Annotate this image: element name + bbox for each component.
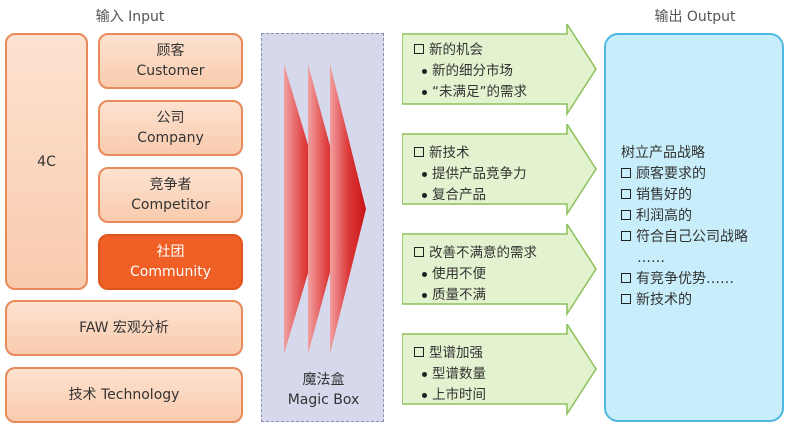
tech-label: 技术 Technology — [68, 387, 180, 403]
competitor-box: 竞争者 Competitor — [98, 167, 243, 223]
arrow-2-item-2: 复合产品 — [414, 185, 527, 206]
output-header: 输出 Output — [654, 9, 736, 25]
tech-box: 技术 Technology — [5, 367, 243, 423]
community-cn: 社团 — [156, 244, 185, 260]
output-item-5: 有竞争优势…… — [621, 269, 748, 290]
customer-en: Customer — [136, 63, 205, 79]
input-header: 输入 Input — [95, 9, 165, 25]
company-en: Company — [137, 130, 204, 146]
arrow-4-item-1: 型谱数量 — [414, 364, 486, 385]
arrow-text-2: 新技术 提供产品竞争力 复合产品 — [414, 143, 527, 206]
checkbox-icon — [414, 347, 424, 357]
community-en: Community — [129, 264, 212, 280]
faw-box: FAW 宏观分析 — [5, 300, 243, 356]
checkbox-icon — [621, 210, 631, 220]
arrow-text-1: 新的机会 新的细分市场 “未满足”的需求 — [414, 40, 527, 103]
output-text: 树立产品战略 顾客要求的 销售好的 利润高的 符合自己公司战略 …… 有竞争优势… — [621, 143, 748, 311]
output-box — [604, 33, 784, 422]
output-item-3: 利润高的 — [621, 206, 748, 227]
company-cn: 公司 — [156, 110, 185, 126]
magic-spikes-graphic — [284, 64, 366, 354]
arrow-2-title: 新技术 — [414, 143, 527, 164]
arrow-1-title: 新的机会 — [414, 40, 527, 61]
arrow-1-item-1: 新的细分市场 — [414, 61, 527, 82]
checkbox-icon — [621, 168, 631, 178]
output-ellipsis: …… — [637, 250, 665, 266]
arrow-2-item-1: 提供产品竞争力 — [414, 164, 527, 185]
checkbox-icon — [621, 273, 631, 283]
arrow-3-title: 改善不满意的需求 — [414, 243, 537, 264]
arrow-text-4: 型谱加强 型谱数量 上市时间 — [414, 343, 486, 406]
checkbox-icon — [414, 247, 424, 257]
competitor-cn: 竞争者 — [149, 177, 192, 193]
customer-box: 顾客 Customer — [98, 33, 243, 89]
arrow-shape-4 — [402, 324, 597, 417]
arrow-1-item-2: “未满足”的需求 — [414, 82, 527, 103]
arrow-shape-1 — [402, 24, 597, 117]
checkbox-icon — [621, 189, 631, 199]
arrow-3-item-2: 质量不满 — [414, 285, 537, 306]
fourc-box: 4C — [5, 33, 88, 290]
arrow-shape-2 — [402, 124, 597, 217]
magic-label-cn: 魔法盒 — [302, 372, 345, 388]
faw-label: FAW 宏观分析 — [79, 320, 169, 336]
checkbox-icon — [621, 231, 631, 241]
checkbox-icon — [414, 147, 424, 157]
output-item-2: 销售好的 — [621, 185, 748, 206]
arrow-4-item-2: 上市时间 — [414, 385, 486, 406]
magic-label-en: Magic Box — [287, 392, 360, 408]
community-box: 社团 Community — [98, 234, 243, 290]
fourc-label: 4C — [37, 153, 56, 170]
company-box: 公司 Company — [98, 100, 243, 156]
output-item-1: 顾客要求的 — [621, 164, 748, 185]
magic-label: 魔法盒 Magic Box — [262, 370, 385, 410]
arrow-shape-3 — [402, 224, 597, 317]
customer-cn: 顾客 — [156, 43, 185, 59]
checkbox-icon — [414, 44, 424, 54]
output-item-6: 新技术的 — [621, 290, 748, 311]
output-heading: 树立产品战略 — [621, 145, 705, 161]
competitor-en: Competitor — [131, 197, 210, 213]
magic-box: 魔法盒 Magic Box — [261, 33, 384, 422]
checkbox-icon — [621, 294, 631, 304]
output-item-4: 符合自己公司战略 — [621, 227, 748, 248]
arrow-4-title: 型谱加强 — [414, 343, 486, 364]
arrow-text-3: 改善不满意的需求 使用不便 质量不满 — [414, 243, 537, 306]
arrow-3-item-1: 使用不便 — [414, 264, 537, 285]
